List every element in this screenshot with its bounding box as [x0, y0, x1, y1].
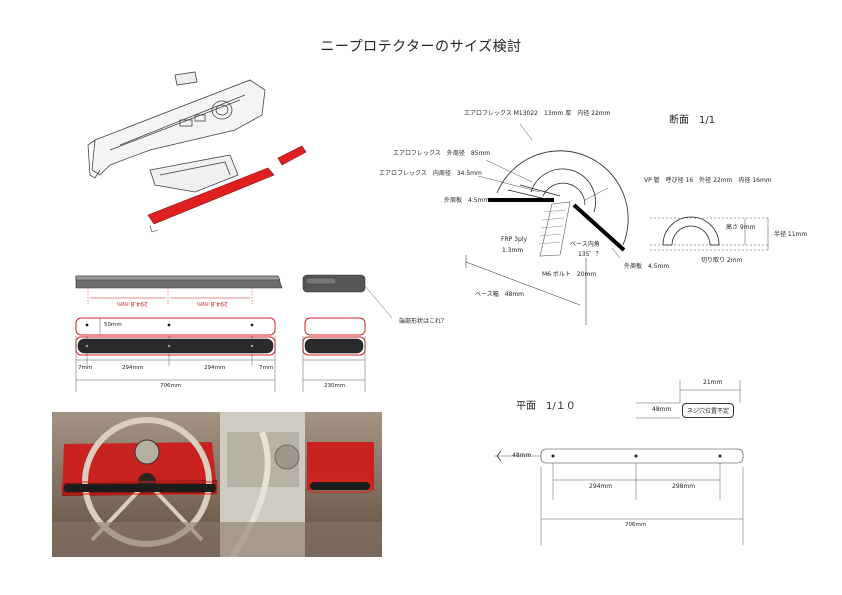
vp-pipe-label: VP 管 呼び径 16 外径 22mm 内径 16mm	[644, 177, 772, 184]
height-label: 高さ 9mm	[726, 224, 756, 231]
dim-7b: 7mm	[259, 365, 274, 371]
dim-298-label: 298mm	[672, 483, 696, 490]
plan-holes	[551, 454, 722, 458]
frp-label: FRP 3ply	[501, 236, 527, 243]
h48-label-a: 48mm	[652, 406, 672, 413]
red-dim-1: 294.8 mm	[117, 300, 148, 307]
photo-canvas	[52, 412, 382, 557]
dashboard-photo	[52, 412, 382, 557]
dashboard-illustration	[87, 71, 266, 193]
aeroflex-outer-label: エアロフレックス 外周径 85mm	[393, 150, 491, 157]
red-dim-2: 294.8 mm	[197, 300, 228, 307]
cross-section-title: 断面 1/1	[669, 115, 716, 126]
black-dimensions	[75, 285, 393, 392]
bolt-position-note: ネジ穴位置不定	[682, 403, 735, 418]
base-width-label: ベース幅 48mm	[475, 291, 525, 298]
radius-label: 半径 11mm	[774, 231, 808, 238]
red-dimensions	[87, 285, 253, 304]
plan-title: 平面 1/１０	[516, 401, 576, 412]
plan-total-label: 706mm	[625, 522, 647, 528]
w21-label: 21mm	[703, 379, 723, 386]
knee-protector-highlight	[147, 145, 307, 225]
page-title: ニープロテクターのサイズ検討	[320, 39, 522, 55]
base-angle-value: 135゜？	[578, 251, 602, 258]
m6-bolt-label: M6 ボルト 20mm	[542, 271, 597, 278]
vp-pipe-detail	[650, 216, 770, 251]
small-dim-label: 50mm	[104, 322, 122, 328]
end-total-label: 230mm	[324, 383, 346, 389]
frp-thickness-label: 1.3mm	[502, 247, 524, 254]
cutoff-label: 切り取り 2mm	[701, 257, 743, 264]
cross-section-drawing	[465, 123, 629, 325]
dim-7a: 7mm	[78, 365, 93, 371]
outer-edge-label-2: 外周板 4.5mm	[624, 263, 670, 270]
aeroflex-inner-label: エアロフレックス 内周径 34.5mm	[379, 170, 482, 177]
end-shape-note: 端部形状はこれ？	[399, 318, 448, 325]
plan-view-drawing	[494, 380, 744, 545]
total-dim-label: 706mm	[160, 383, 182, 389]
aeroflex-m13022-label: エアロフレックス M13022 13mm 厚 内径 22mm	[464, 110, 611, 117]
dim-294b: 294mm	[204, 365, 226, 371]
outer-edge-label: 外周板 4.5mm	[444, 197, 490, 204]
dim-294-label: 294mm	[589, 483, 613, 490]
protector-photos-row	[75, 274, 366, 293]
dim-294a: 294mm	[122, 365, 144, 371]
base-angle-label: ベース内角	[570, 241, 600, 248]
h48-label-b: 48mm	[512, 452, 532, 459]
black-bars	[77, 338, 364, 354]
